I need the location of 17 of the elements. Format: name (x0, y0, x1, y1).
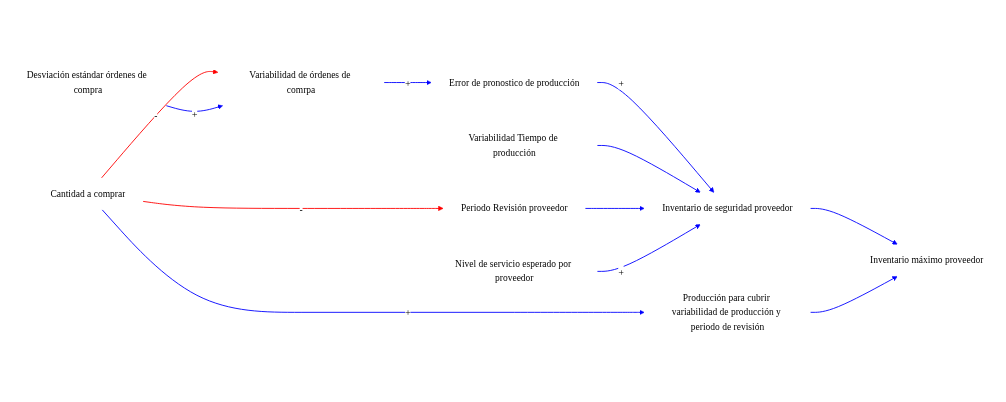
node-text: Variabilidad Tiempo de producción (468, 133, 558, 158)
edge-label: - (299, 203, 304, 215)
node-text: Error de pronostico de producción (449, 77, 580, 88)
node-text: Producción para cubrir variabilidad de producción y periodo de revisión (671, 292, 781, 332)
node-text: Periodo Revisión proveedor (460, 203, 568, 214)
node-text: Inventario máximo proveedor (869, 255, 984, 266)
edge-label: + (405, 307, 412, 319)
edge-label: + (618, 77, 625, 90)
edge-label: + (618, 266, 625, 278)
node-text: Inventario de seguridad proveedor (662, 203, 793, 214)
edge-label: - (154, 109, 158, 122)
edge-label: + (191, 108, 198, 121)
node-text: Variabilidad de órdenes de comrpa (249, 70, 351, 95)
edge-label: + (405, 77, 412, 90)
node-text: Nivel de servicio esperado por proveedor (455, 258, 572, 284)
node-text: Desviación estándar órdenes de compra (26, 70, 147, 95)
node-text: Cantidad a comprar (50, 188, 126, 199)
